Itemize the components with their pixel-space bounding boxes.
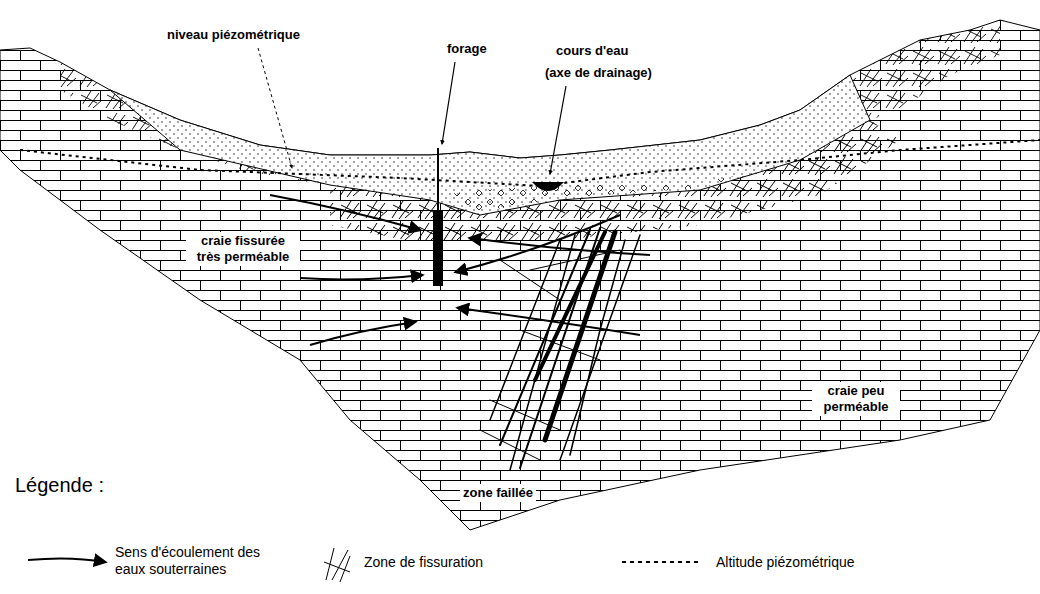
chalk-label: craie peu perméable [812,382,900,416]
piezometric-label: niveau piézométrique [164,26,303,44]
legend-heading: Légende : [12,472,107,498]
river-subtitle: (axe de drainage) [542,64,655,82]
legend-text: Zone de fissuration [362,553,485,572]
fissured-chalk-label: craie fissurée très perméable [186,232,300,266]
fault-zone-label: zone faillée [460,484,536,502]
river-label: cours d'eau [553,42,631,60]
legend-text: Sens d'écoulement des eaux souterraines [113,543,295,579]
legend-text: Altitude piézométrique [714,553,857,572]
borehole-label: forage [444,40,490,58]
